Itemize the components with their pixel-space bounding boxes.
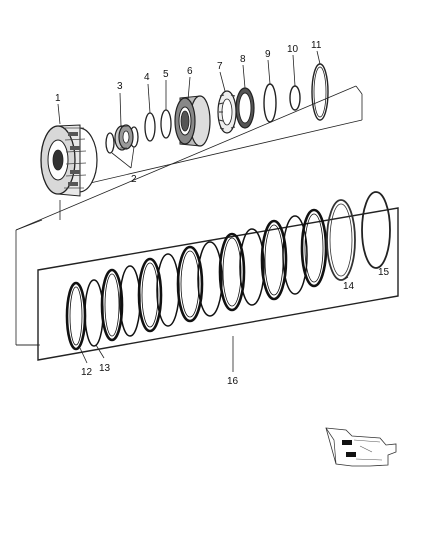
callout-10: 10 xyxy=(287,44,299,55)
callout-9: 9 xyxy=(265,49,271,60)
callout-5: 5 xyxy=(163,69,169,80)
callout-4: 4 xyxy=(144,72,150,83)
callout-16: 16 xyxy=(227,376,239,387)
callout-1: 1 xyxy=(55,93,61,104)
upper-assembly-outline xyxy=(15,85,363,346)
callout-13: 13 xyxy=(99,363,111,374)
callout-11: 11 xyxy=(311,40,322,51)
callout-15: 15 xyxy=(378,267,390,278)
piston-seal xyxy=(235,87,255,129)
callout-14: 14 xyxy=(343,281,355,292)
leader-lines xyxy=(57,50,384,372)
clutch-drum xyxy=(40,124,98,197)
callout-7: 7 xyxy=(217,61,223,72)
clutch-plates xyxy=(65,191,391,351)
transmission-locator-thumbnail xyxy=(325,427,397,467)
retainer-rings xyxy=(263,63,329,123)
callout-3: 3 xyxy=(117,81,123,92)
callout-2: 2 xyxy=(131,174,137,185)
callout-8: 8 xyxy=(240,54,246,65)
clutch-piston xyxy=(174,95,211,147)
callout-6: 6 xyxy=(187,66,193,77)
needle-bearing xyxy=(114,124,134,151)
return-spring-plate xyxy=(217,90,237,134)
seal-rings xyxy=(144,109,172,142)
callout-12: 12 xyxy=(81,367,93,378)
callout-labels: 1 2 3 4 5 6 7 8 9 10 11 12 13 14 15 16 xyxy=(55,40,390,387)
